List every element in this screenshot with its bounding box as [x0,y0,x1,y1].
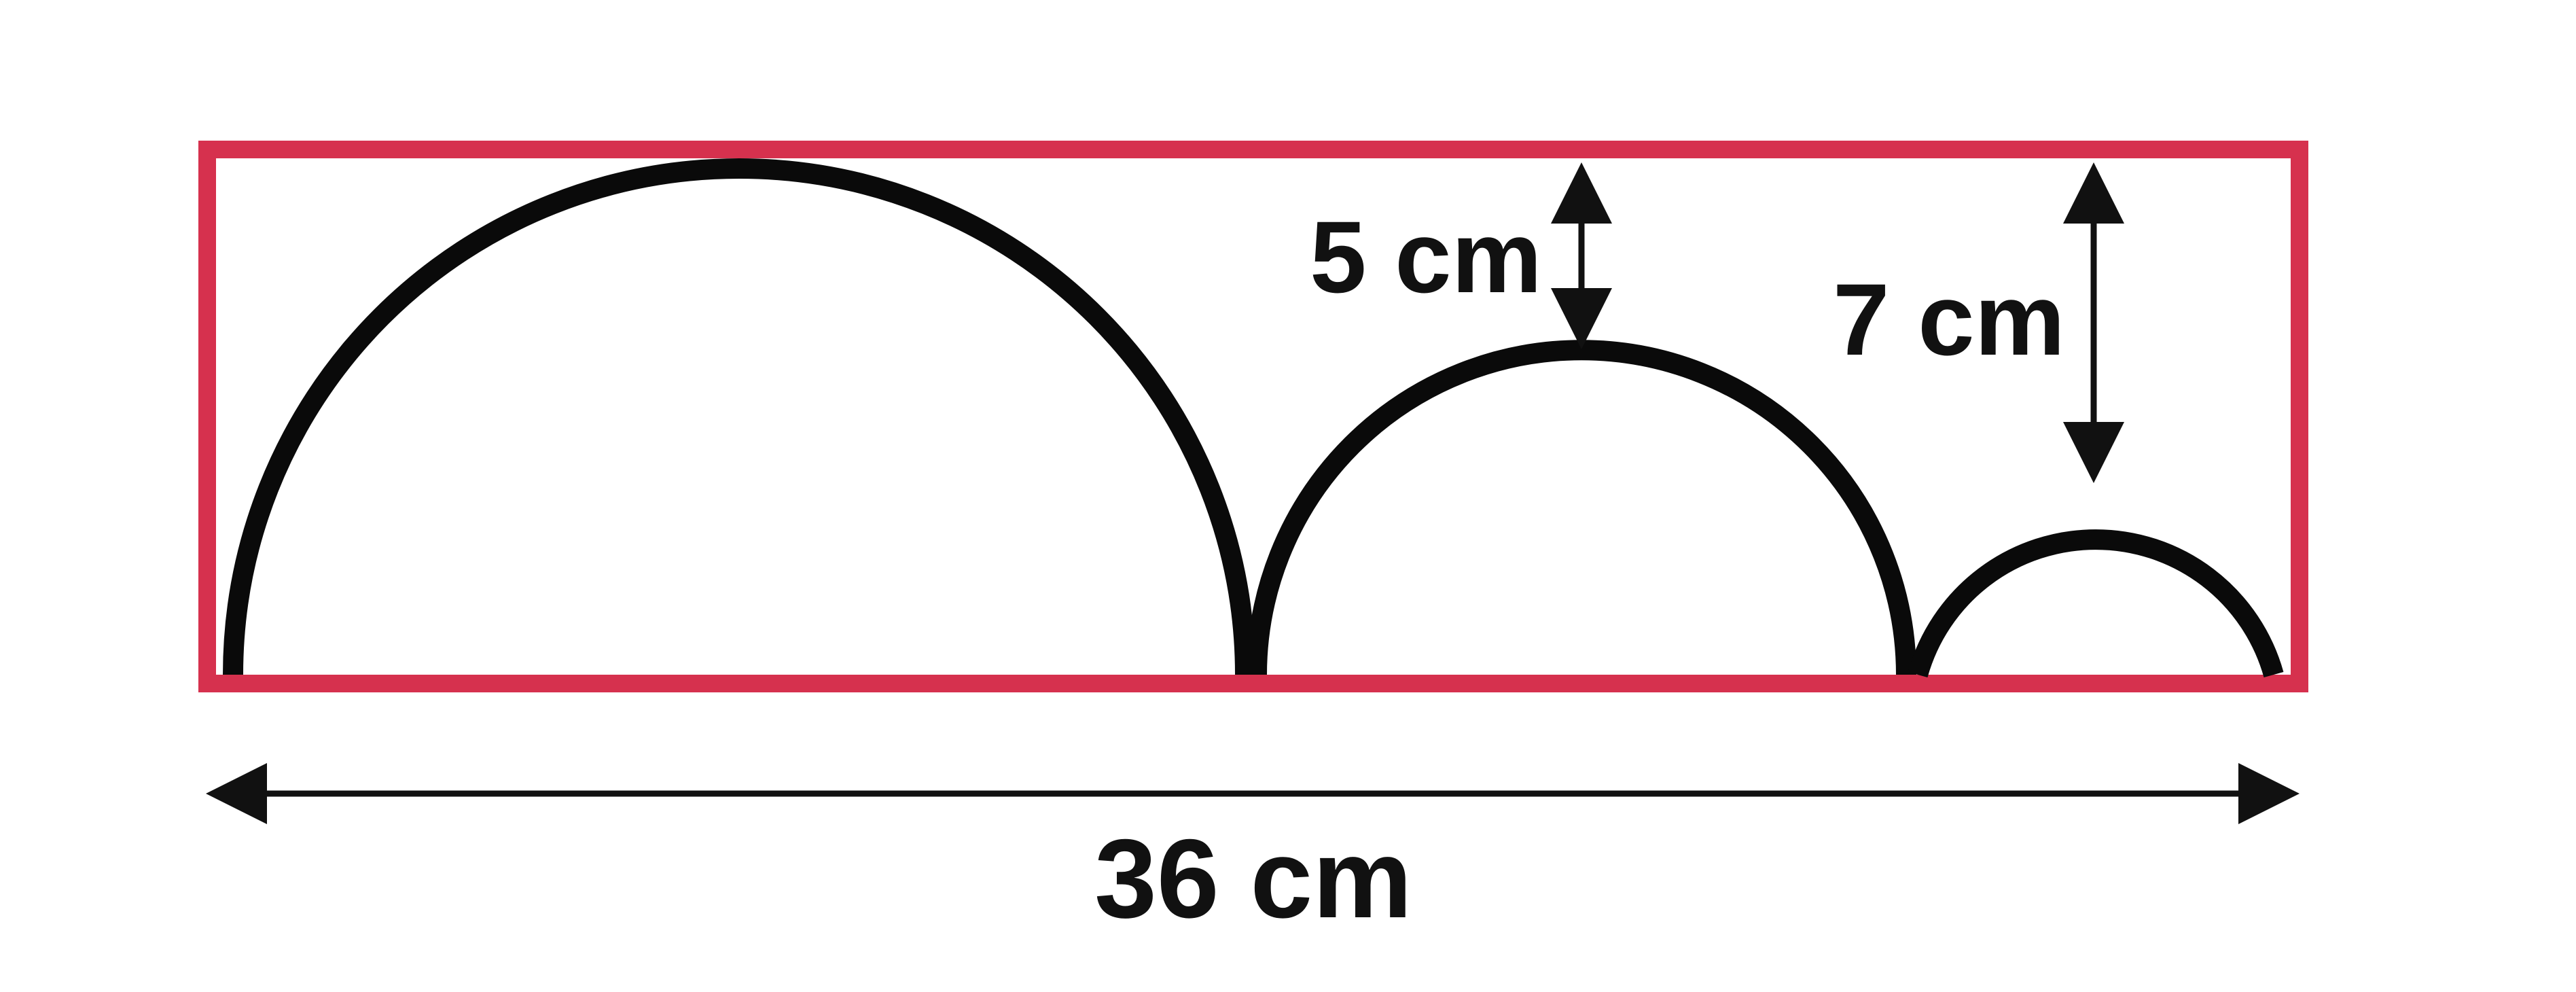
medium-semicircle [1247,340,1916,675]
right-gap-label: 7 cm [1833,262,2065,376]
large-semicircle [223,158,1255,675]
bounding-rectangle [198,141,2308,692]
total-width-label: 36 cm [1094,816,1412,941]
small-semicircle [1908,529,2284,678]
middle-gap-label: 5 cm [1310,200,1542,314]
